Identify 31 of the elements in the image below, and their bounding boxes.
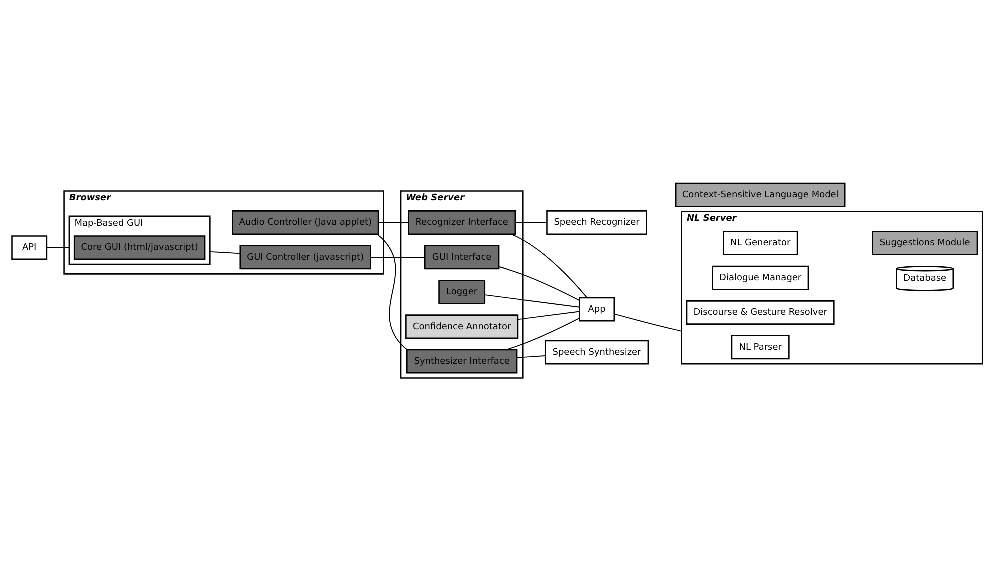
node-box: App bbox=[579, 296, 616, 322]
node-box: Dialogue Manager bbox=[712, 265, 810, 290]
node-box: GUI Interface bbox=[424, 244, 500, 270]
node-box: Speech Recognizer bbox=[546, 210, 648, 234]
connector bbox=[516, 355, 546, 358]
connector bbox=[484, 294, 580, 308]
node-box: Recognizer Interface bbox=[408, 210, 516, 234]
node-box: GUI Controller (javascript) bbox=[240, 244, 372, 270]
node-box: Synthesizer Interface bbox=[406, 348, 518, 374]
connector bbox=[518, 310, 580, 320]
node-box: Discourse & Gesture Resolver bbox=[686, 300, 835, 324]
node-box: Core GUI (html/javascript) bbox=[74, 235, 206, 260]
node-box: NL Generator bbox=[723, 230, 798, 256]
node-box: Context-Sensitive Language Model bbox=[675, 182, 846, 207]
connector bbox=[510, 233, 588, 298]
connector bbox=[378, 222, 410, 223]
connector bbox=[370, 256, 426, 258]
node-box: API bbox=[12, 235, 48, 260]
connector bbox=[506, 317, 580, 350]
connector bbox=[46, 246, 70, 248]
node-box: Logger bbox=[438, 279, 486, 304]
connector bbox=[614, 313, 682, 332]
node-box: NL Parser bbox=[731, 334, 790, 360]
node-box: Audio Controller (Java applet) bbox=[232, 210, 380, 234]
node-box: Speech Synthesizer bbox=[544, 340, 650, 364]
node-box: Confidence Annotator bbox=[406, 314, 519, 339]
connector bbox=[498, 266, 580, 301]
connector bbox=[210, 250, 241, 254]
connector bbox=[376, 233, 408, 350]
connector bbox=[515, 222, 548, 223]
node-box: Suggestions Module bbox=[872, 230, 978, 256]
